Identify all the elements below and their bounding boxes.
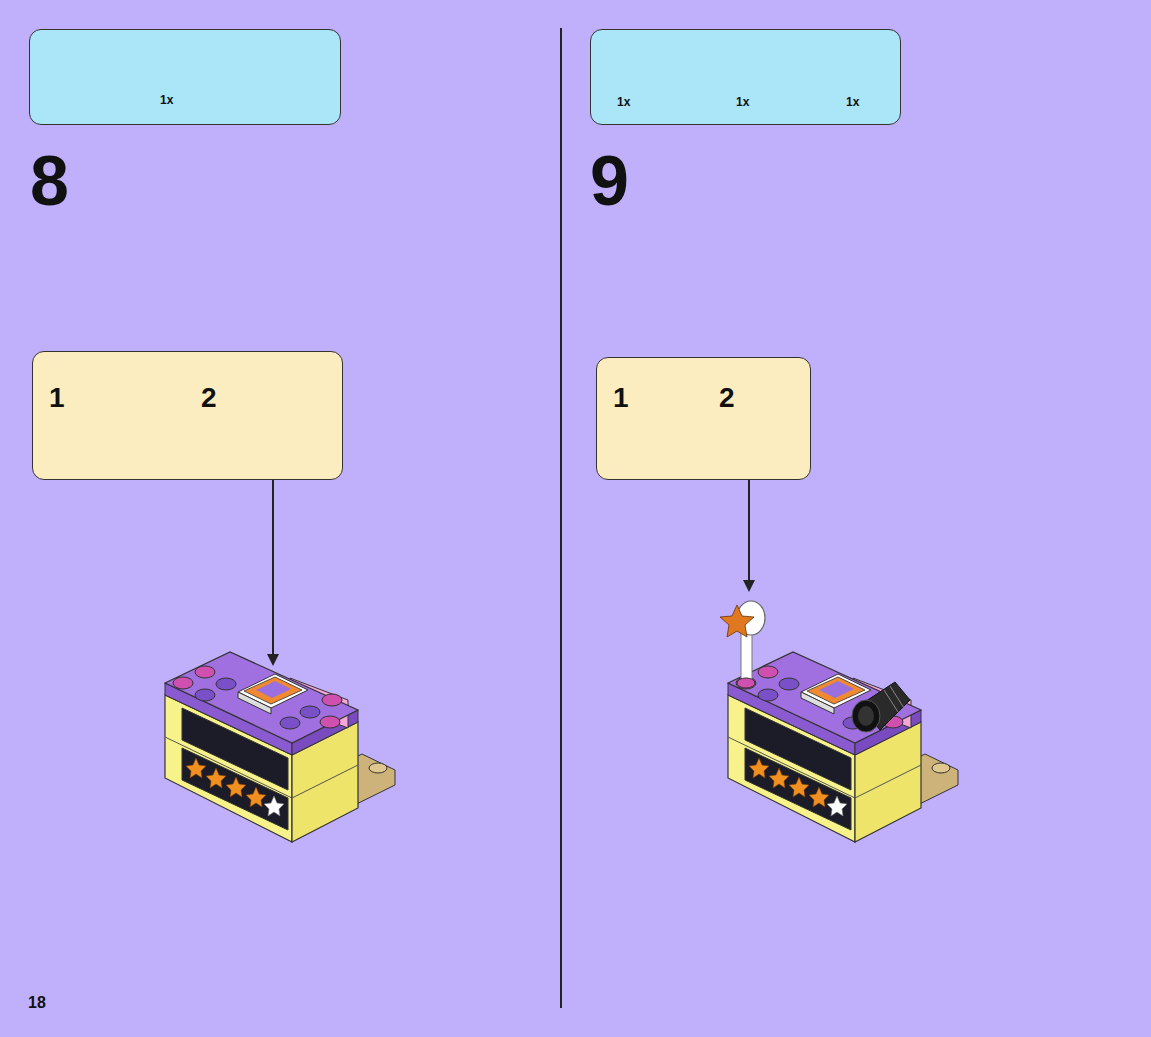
parts-callout-box: 1x [29,29,341,125]
substep-number: 1 [49,384,65,412]
part-quantity: 1x [846,96,859,108]
step-number: 8 [30,146,69,216]
part-quantity: 1x [736,96,749,108]
substep-number: 2 [201,384,217,412]
part-quantity: 1x [160,94,173,106]
page-number: 18 [28,995,46,1011]
substep-number: 1 [613,384,629,412]
substep-box: 12 [596,357,811,480]
substep-box: 12 [32,351,343,480]
part-quantity: 1x [617,96,630,108]
step-number: 9 [590,146,629,216]
parts-callout-box: 1x 1x 1x [590,29,901,125]
substep-number: 2 [719,384,735,412]
